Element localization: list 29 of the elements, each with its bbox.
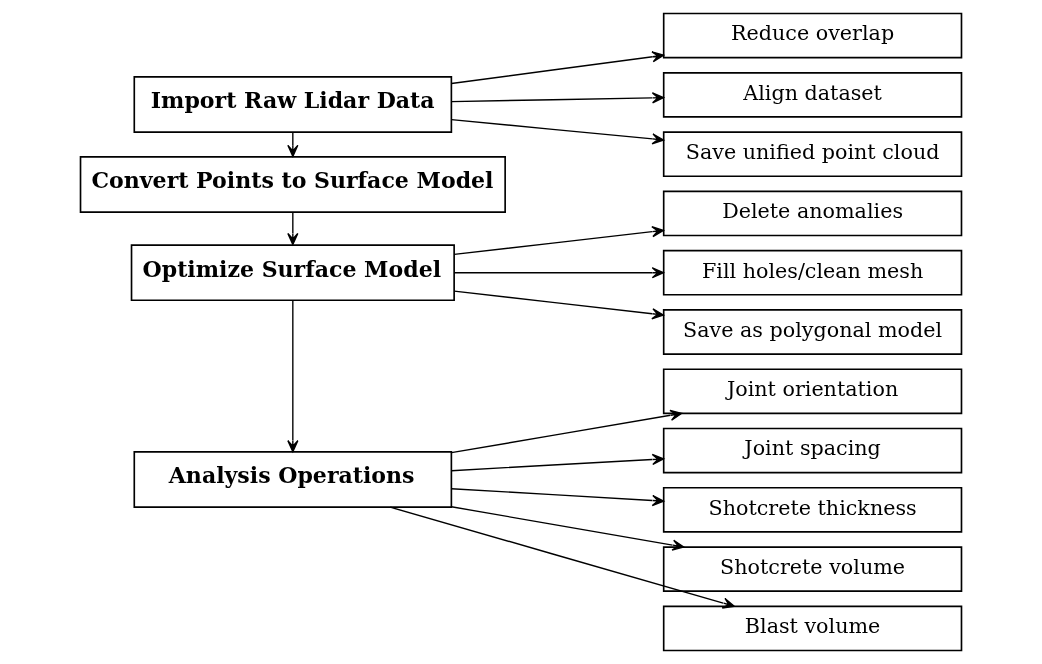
arrow (450, 488, 665, 507)
node-box: Convert Points to Surface Model (79, 156, 506, 213)
node-box: Joint spacing (662, 427, 963, 474)
arrow (450, 453, 665, 472)
arrow (453, 226, 665, 256)
arrow (287, 299, 299, 453)
arrow (287, 131, 299, 158)
node-box: Save unified point cloud (662, 131, 963, 178)
arrow (450, 92, 665, 104)
arrow (450, 409, 683, 454)
arrow (453, 290, 665, 320)
node-box: Fill holes/clean mesh (662, 249, 963, 296)
node-box: Reduce overlap (662, 12, 963, 59)
node-box: Blast volume (662, 605, 963, 652)
node-box: Save as polygonal model (662, 309, 963, 355)
arrow (287, 211, 299, 246)
node-box: Joint orientation (662, 368, 963, 415)
node-box: Optimize Surface Model (130, 244, 455, 302)
arrow (450, 51, 665, 85)
node-box: Align dataset (662, 72, 963, 118)
arrow (450, 506, 685, 551)
node-box: Import Raw Lidar Data (133, 76, 453, 133)
node-box: Shotcrete volume (662, 546, 963, 592)
node-box: Analysis Operations (133, 451, 453, 508)
arrow (450, 118, 665, 145)
node-box: Shotcrete thickness (662, 486, 963, 533)
node-box: Delete anomalies (662, 190, 963, 237)
arrow (389, 506, 735, 609)
arrow (453, 267, 665, 279)
